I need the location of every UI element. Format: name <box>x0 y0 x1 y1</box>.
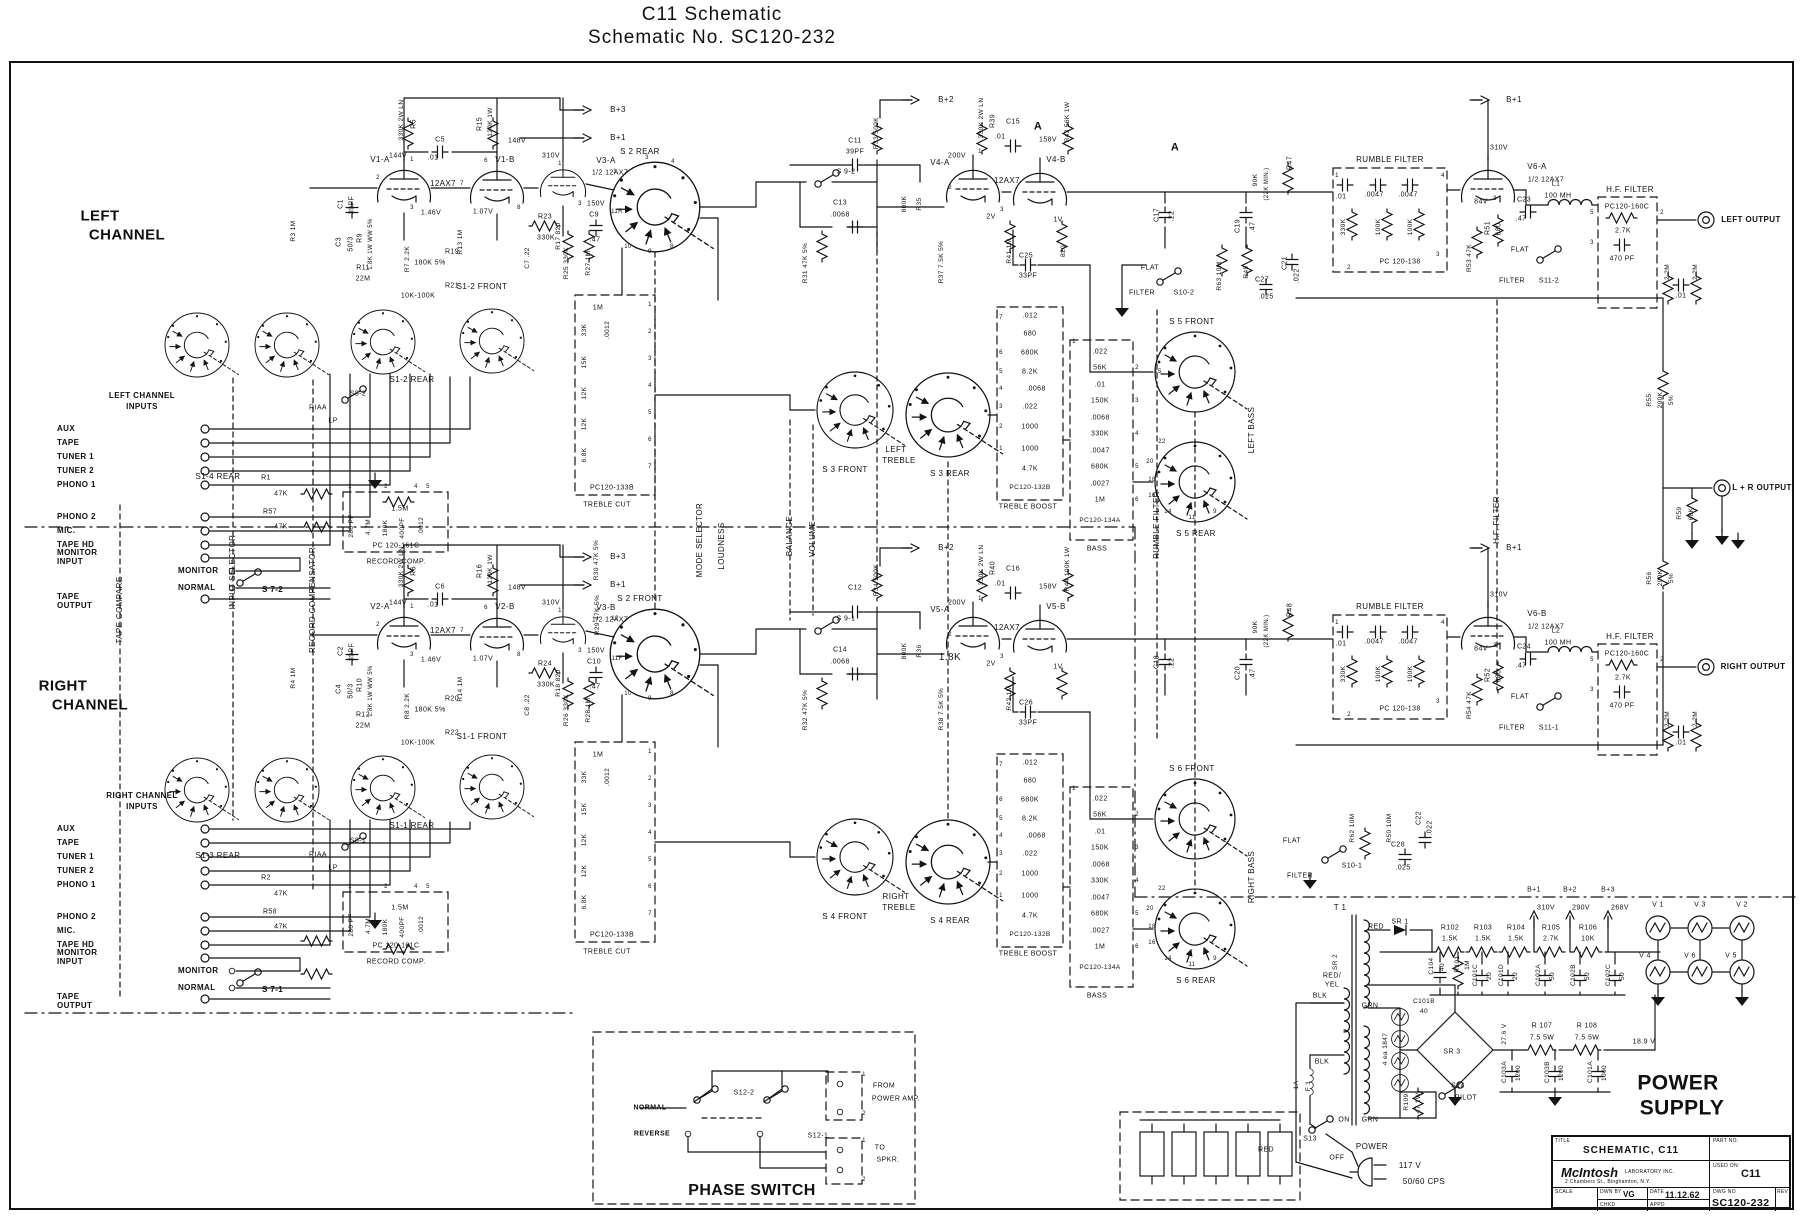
tb-used: C11 <box>1741 1168 1761 1180</box>
tb-part-label: PART NO. <box>1713 1138 1739 1144</box>
tb-scale-label: SCALE <box>1555 1189 1573 1195</box>
tb-brand-sub: LABORATORY INC. <box>1625 1169 1675 1175</box>
tb-chkd-label: CHKD <box>1600 1202 1616 1208</box>
title-line2: Schematic No. SC120-232 <box>588 26 836 48</box>
tb-dwg-label: DWG NO <box>1713 1189 1736 1195</box>
tb-date: 11.12.62 <box>1665 1190 1700 1200</box>
page-title: C11 Schematic Schematic No. SC120-232 <box>588 4 836 50</box>
tb-brand: McIntosh <box>1561 1165 1619 1180</box>
tb-dwn-label: DWN BY <box>1600 1189 1622 1195</box>
tb-title: SCHEMATIC, C11 <box>1583 1145 1680 1156</box>
tb-rev-label: REV <box>1777 1189 1789 1195</box>
title-line1: C11 Schematic <box>641 4 783 25</box>
tb-dwg: SC120-232 <box>1712 1197 1770 1209</box>
tb-dwn: VG <box>1623 1190 1635 1199</box>
title-block: TITLE SCHEMATIC, C11 PART NO. McIntosh L… <box>1551 1135 1791 1211</box>
tb-used-label: USED ON: <box>1713 1163 1740 1169</box>
tb-date-label: DATE <box>1650 1189 1665 1195</box>
tb-brand-addr: 2 Chambers St., Binghamton, N.Y. <box>1565 1179 1651 1185</box>
tb-title-label: TITLE <box>1555 1138 1571 1144</box>
tb-appd-label: APPD <box>1650 1202 1665 1208</box>
